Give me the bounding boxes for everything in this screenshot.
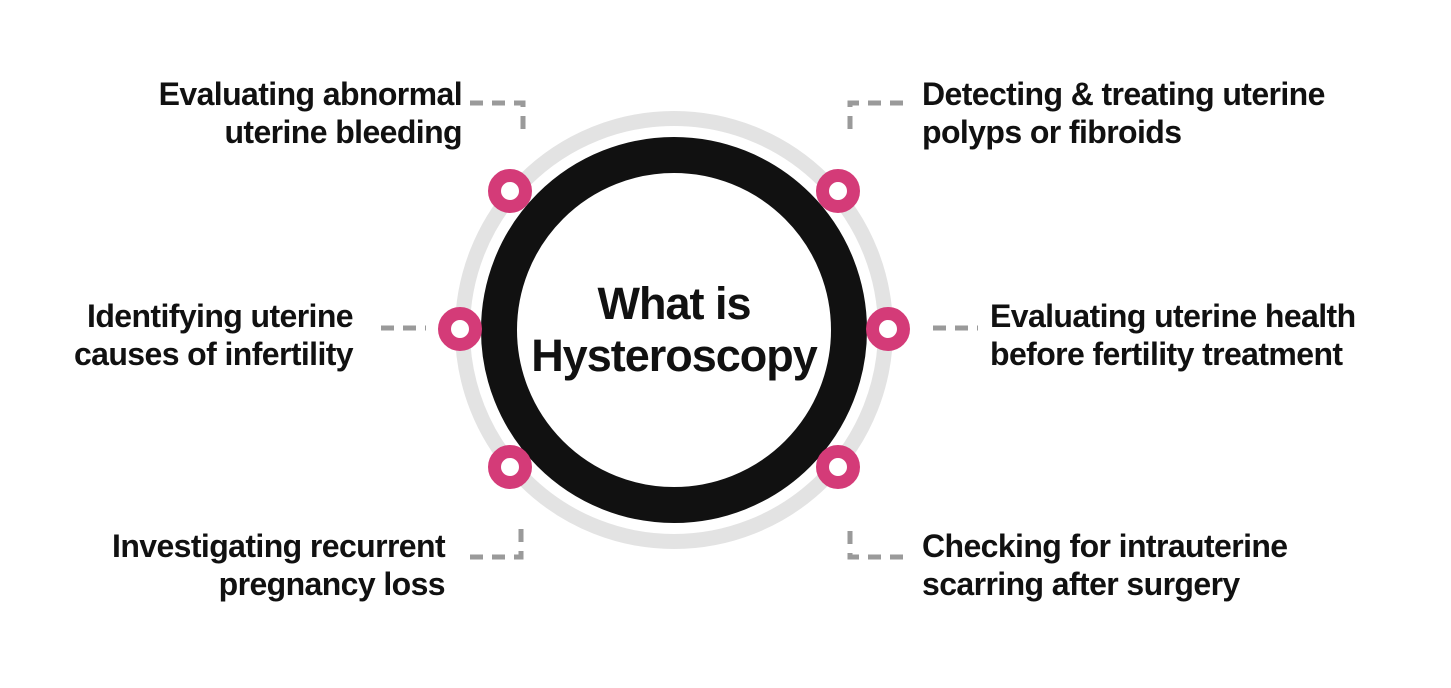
node-marker-dot-bottom-left [488,445,532,489]
label-middle-right-line1: Evaluating uterine health [990,298,1356,334]
label-bottom-left-line2: pregnancy loss [218,566,446,602]
label-top-right-line2: polyps or fibroids [922,114,1182,150]
label-top-right-line1: Detecting & treating uterine [922,76,1325,112]
node-marker-dot-middle-right [866,307,910,351]
node-marker-dot-bottom-right [816,445,860,489]
page-title-line2: Hysteroscopy [531,330,818,381]
page-title: What is Hysteroscopy [531,278,818,382]
label-bottom-right-line2: scarring after surgery [922,566,1240,602]
center-circle: What is Hysteroscopy [481,137,867,523]
label-middle-right-line2: before fertility treatment [990,336,1343,372]
connector-bottom-right-dashed-line [847,524,903,560]
connector-bottom-left-dashed-line [470,524,524,560]
label-top-left: Evaluating abnormal uterine bleeding [158,75,463,151]
label-middle-left-line2: causes of infertility [73,336,354,372]
label-bottom-right: Checking for intrauterine scarring after… [922,527,1288,603]
label-middle-right: Evaluating uterine health before fertili… [990,297,1356,373]
node-marker-dot-top-left [488,169,532,213]
label-bottom-left: Investigating recurrent pregnancy loss [112,527,446,603]
label-bottom-left-line1: Investigating recurrent [112,528,446,564]
connector-top-left-dashed-line [470,100,526,138]
label-middle-left-line1: Identifying uterine [87,298,354,334]
label-top-left-line1: Evaluating abnormal [158,76,463,112]
label-bottom-right-line1: Checking for intrauterine [922,528,1288,564]
page-title-line1: What is [597,278,751,329]
label-middle-left: Identifying uterine causes of infertilit… [73,297,354,373]
label-top-left-line2: uterine bleeding [224,114,462,150]
label-top-right: Detecting & treating uterine polyps or f… [922,75,1325,151]
node-marker-dot-top-right [816,169,860,213]
node-marker-dot-middle-left [438,307,482,351]
connector-top-right-dashed-line [847,100,903,138]
